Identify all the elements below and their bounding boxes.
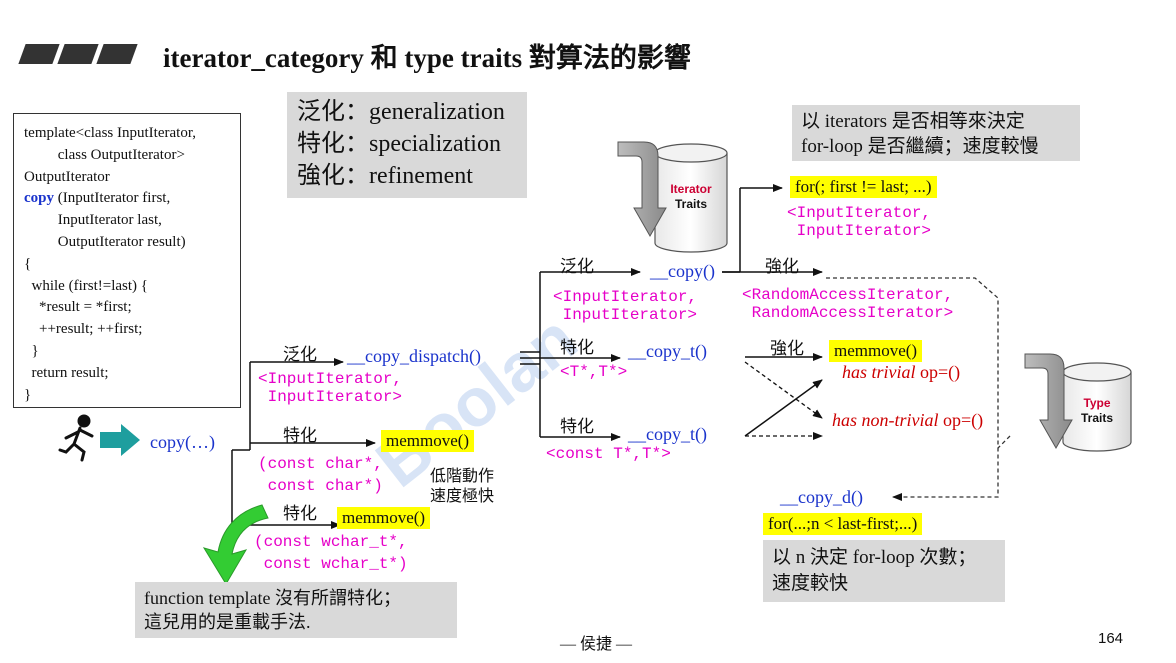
- note-line: for-loop 是否繼續；速度較慢: [801, 136, 1039, 157]
- has-trivial-op: op=(): [915, 362, 961, 382]
- glossary-generalization: 泛化：generalization: [297, 99, 505, 125]
- code-line: class OutputIterator>: [24, 146, 185, 163]
- iterator-traits-line2: Traits: [674, 197, 707, 211]
- copy-dispatch-types: <InputIterator, InputIterator>: [258, 370, 403, 406]
- code-line: }: [24, 342, 39, 359]
- note-line: 這兒用的是重載手法.: [144, 612, 311, 632]
- copy-source-code-box: template<class InputIterator, class Outp…: [13, 113, 241, 408]
- note-very-fast: 速度極快: [430, 488, 495, 505]
- code-line: }: [24, 386, 32, 403]
- code-line: template<class InputIterator,: [24, 125, 196, 141]
- code-line-rest: (InputIterator first,: [54, 190, 171, 207]
- note-line: 以 iterators 是否相等來決定: [801, 111, 1025, 132]
- footer-author: — 侯捷 —: [560, 636, 633, 653]
- note-line: 速度較快: [772, 573, 849, 594]
- copy-t-const-pointer-node: __copy_t(): [628, 424, 707, 444]
- has-trivial-assign: has trivial op=(): [842, 362, 960, 383]
- note-iterator-compare: 以 iterators 是否相等來決定 for-loop 是否繼續；速度較慢: [792, 105, 1080, 161]
- code-line: return result;: [24, 364, 109, 381]
- label-refine: 強化: [770, 339, 804, 358]
- char-types: (const char*, const char*): [258, 455, 383, 495]
- for-loop-iterator-node: for(; first != last; ...): [790, 176, 937, 198]
- code-line: InputIterator last,: [24, 212, 162, 229]
- copy-inner-node: __copy(): [650, 261, 715, 281]
- running-person-icon: [58, 414, 94, 462]
- wchar-types: (const wchar_t*, const wchar_t*): [254, 533, 408, 573]
- glossary-refinement: 強化：refinement: [297, 163, 473, 189]
- label-specialize: 特化: [283, 426, 317, 445]
- random-access-types: <RandomAccessIterator, RandomAccessItera…: [742, 286, 954, 322]
- label-specialize: 特化: [283, 504, 317, 523]
- label-generalize: 泛化: [560, 257, 594, 276]
- code-line: OutputIterator result): [24, 233, 186, 250]
- memmove-trivial-node: memmove(): [829, 340, 923, 362]
- note-line: function template 沒有所謂特化；: [144, 588, 401, 608]
- for-loop-count-node: for(...;n < last-first;...): [763, 513, 923, 535]
- code-line: ++result; ++first;: [24, 321, 143, 338]
- label-specialize: 特化: [560, 338, 594, 357]
- glossary-box: 泛化：generalization 特化：specialization 強化：r…: [287, 92, 527, 198]
- copy-call-node: copy(…): [150, 432, 215, 452]
- for-loop-iterator-types: <InputIterator, InputIterator>: [787, 204, 932, 240]
- copy-keyword: copy: [24, 190, 54, 207]
- copy-d-node: __copy_d(): [780, 487, 863, 507]
- type-traits-line2: Traits: [1080, 411, 1113, 425]
- label-generalize: 泛化: [283, 345, 317, 364]
- type-traits-line1: Type: [1083, 396, 1111, 410]
- iterator-traits-label: Iterator Traits: [660, 182, 722, 212]
- has-non-trivial-text: has non-trivial: [832, 410, 939, 430]
- code-line: *result = *first;: [24, 299, 132, 316]
- copy-inner-types: <InputIterator, InputIterator>: [553, 288, 698, 324]
- code-line: {: [24, 255, 32, 272]
- code-line: while (first!=last) {: [24, 277, 148, 294]
- copy-t-pointer-types: <T*,T*>: [560, 363, 628, 381]
- copy-t-pointer-node: __copy_t(): [628, 341, 707, 361]
- code-line: copy (InputIterator first,: [24, 188, 240, 210]
- has-non-trivial-op: op=(): [938, 410, 984, 430]
- type-traits-cylinder-icon: [1024, 353, 1132, 452]
- teal-arrow-icon: [100, 424, 140, 456]
- page-title: iterator_category 和 type traits 對算法的影響: [163, 43, 691, 73]
- page-number: 164: [1098, 630, 1124, 647]
- label-specialize: 特化: [560, 417, 594, 436]
- glossary-specialization: 特化：specialization: [297, 131, 501, 157]
- iterator-traits-line1: Iterator: [670, 182, 712, 196]
- copy-t-const-pointer-types: <const T*,T*>: [546, 445, 671, 463]
- code-line: OutputIterator: [24, 168, 110, 185]
- label-refine: 強化: [765, 257, 799, 276]
- note-loop-count: 以 n 決定 for-loop 次數； 速度較快: [763, 540, 1005, 602]
- note-function-template: function template 沒有所謂特化； 這兒用的是重載手法.: [135, 582, 457, 638]
- type-traits-label: Type Traits: [1066, 396, 1128, 426]
- note-line: 以 n 決定 for-loop 次數；: [772, 547, 977, 568]
- note-low-level: 低階動作: [430, 468, 495, 485]
- memmove-wchar-node: memmove(): [337, 507, 431, 529]
- memmove-char-node: memmove(): [381, 430, 475, 452]
- copy-dispatch-node: __copy_dispatch(): [347, 346, 481, 366]
- iterator-traits-cylinder-icon: [617, 141, 728, 253]
- has-non-trivial-assign: has non-trivial op=(): [832, 410, 983, 431]
- has-trivial-text: has trivial: [842, 362, 916, 382]
